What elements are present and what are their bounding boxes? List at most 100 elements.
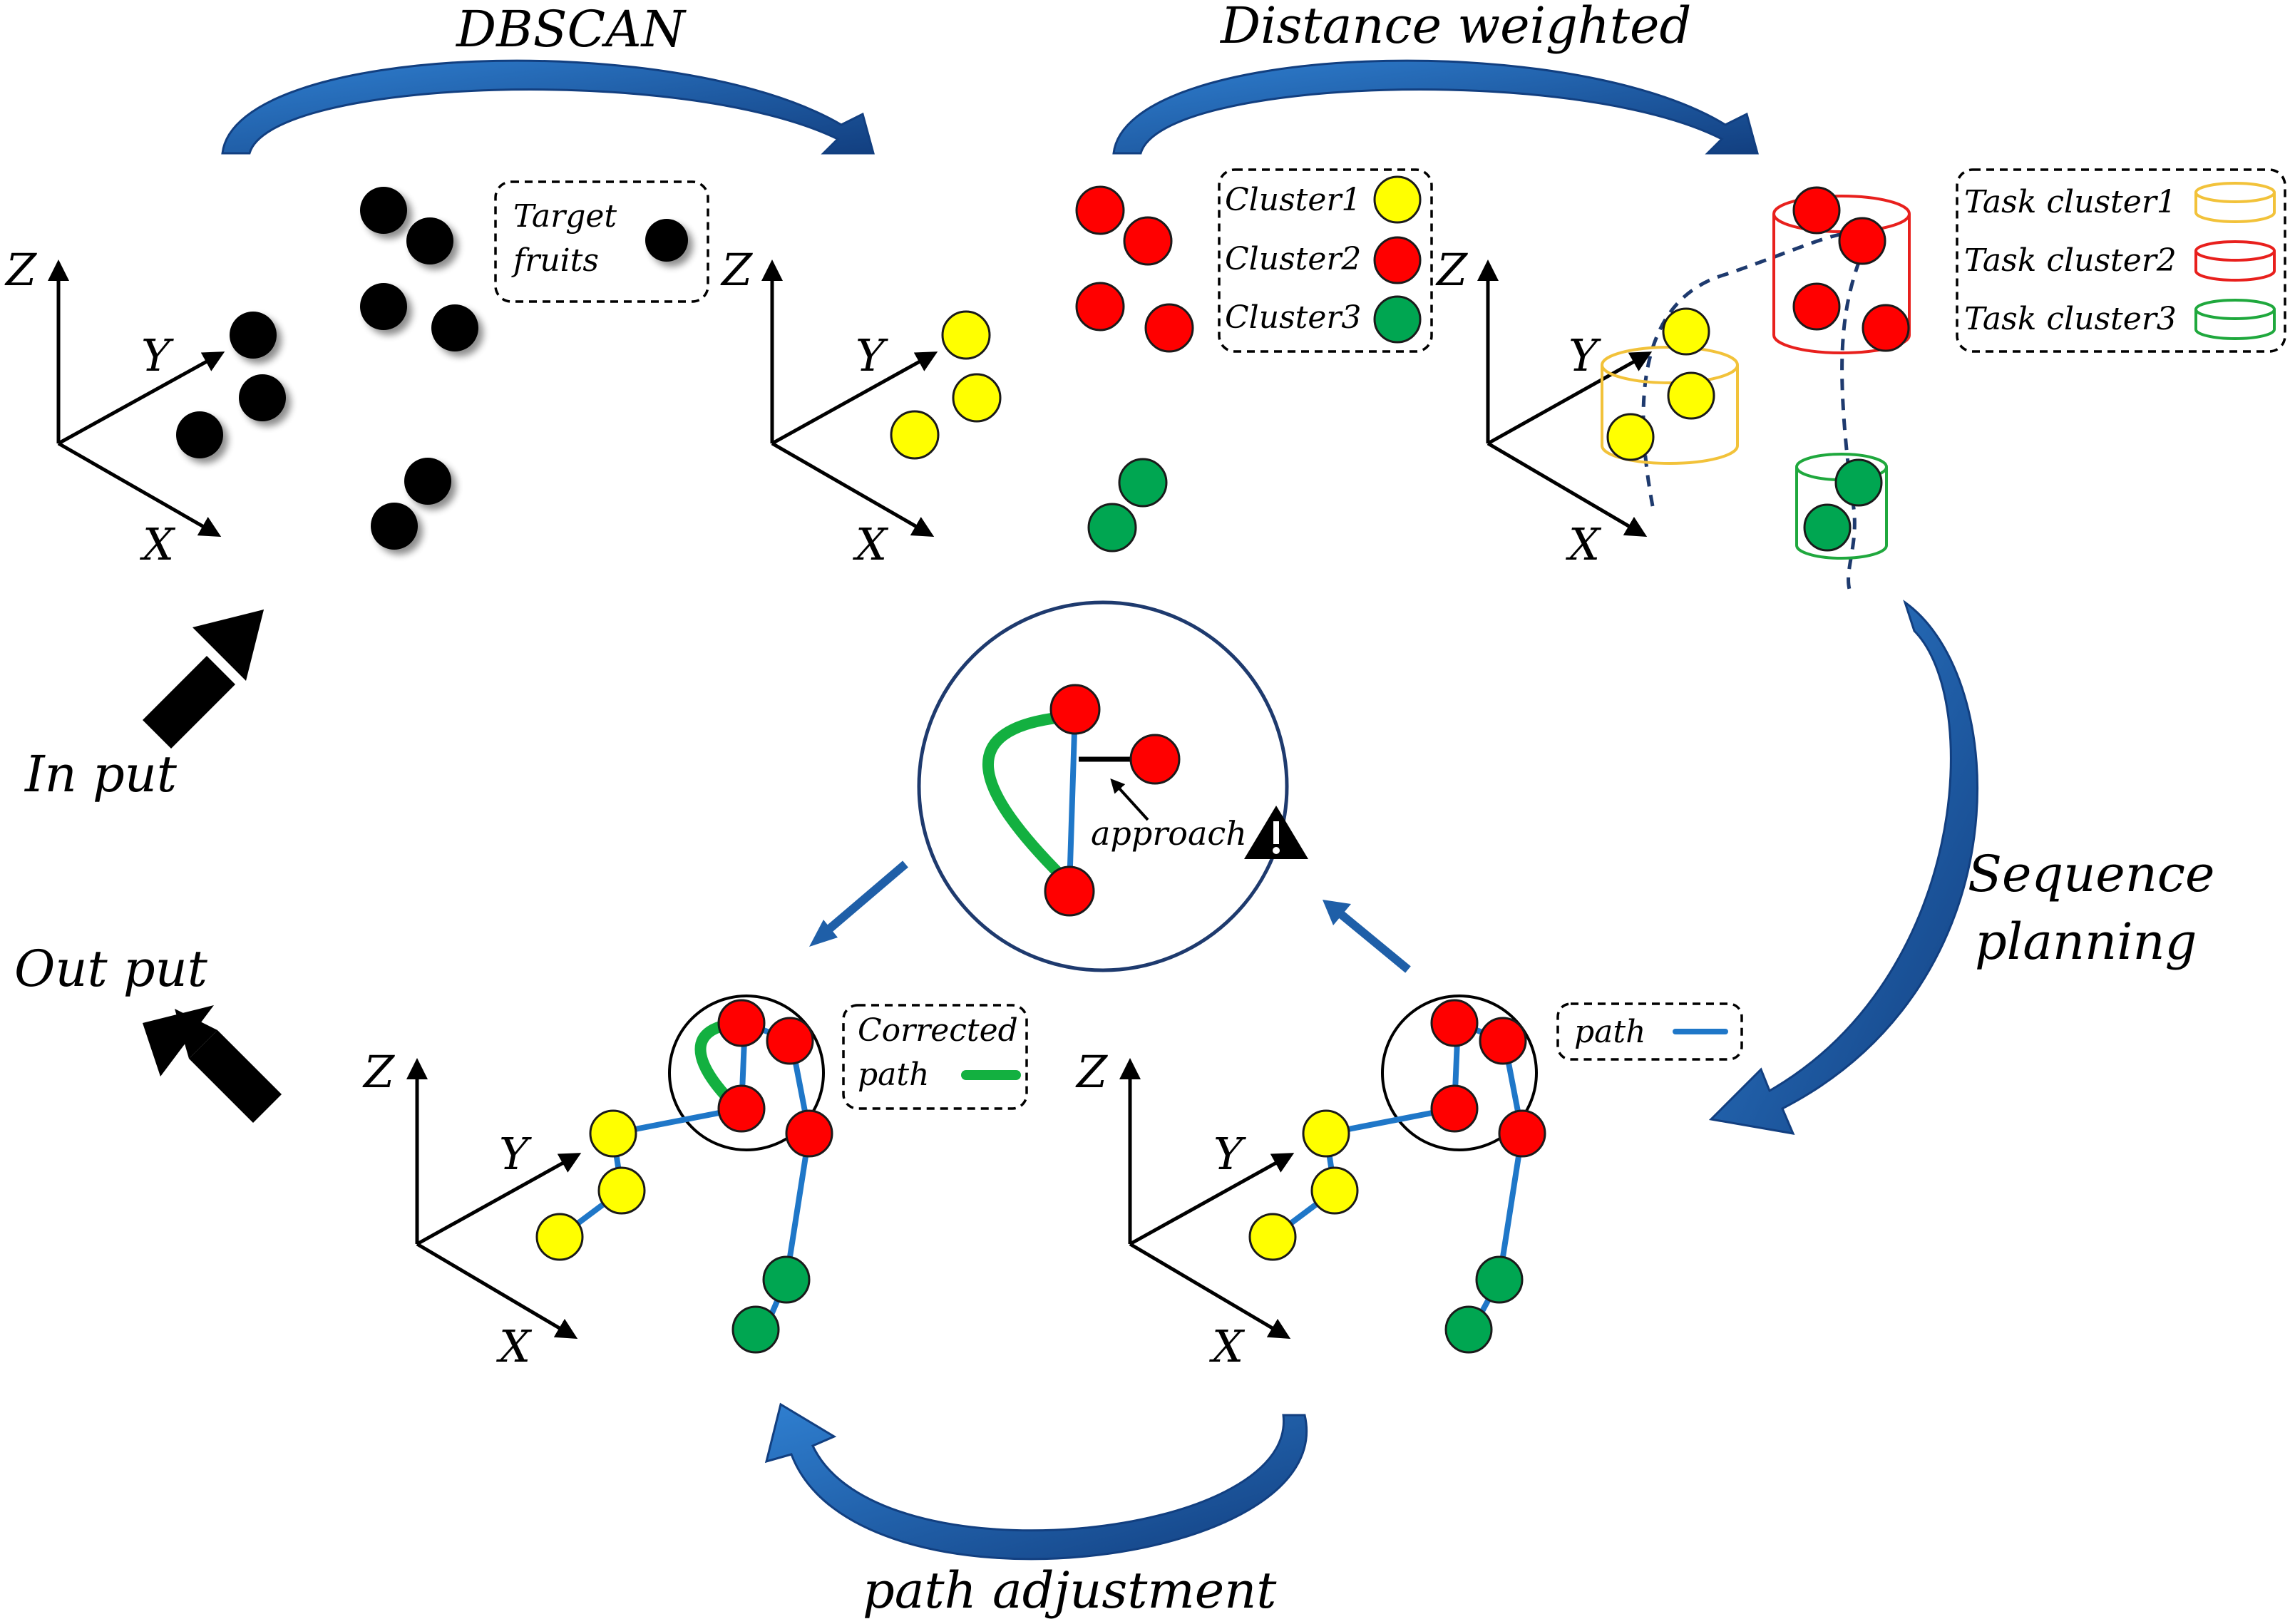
path-yellow-point [535,1213,584,1261]
input-label: In put [24,745,178,803]
highlight-circle [1381,995,1538,1151]
panel5-points [1248,999,1546,1354]
axes-panel-1: Z Y X [4,244,225,570]
fruit-point [404,458,451,505]
legend-corrected-line2: path [858,1057,929,1093]
target-fruits-black [176,187,478,550]
zoom-detail-circle: approach [917,600,1308,972]
legend-yellow-dot [1373,175,1422,224]
sequence-planning-label-line1: Sequence [1968,845,2214,903]
task-cluster2-point [1792,282,1841,331]
axes-panel-5: Z Y X [1075,1046,1295,1372]
fruit-point [406,217,453,264]
path-red-point [1430,1084,1479,1133]
axis-x-label: X [1566,518,1602,570]
axis-y-label: Y [499,1128,532,1180]
legend-target-line2: fruits [511,242,599,279]
legend-task3-cylinder-icon [2194,299,2276,340]
task-cluster2-point [1838,217,1886,265]
sequence-planning-curved-arrow [1708,600,1978,1135]
axis-z-label: Z [1435,244,1468,296]
path-green-point [731,1305,780,1354]
path-red-point [766,1017,814,1065]
axes-panel-2: Z Y X [720,244,938,570]
corrected-path-curve [982,711,1075,883]
cluster1-point [952,373,1002,423]
path-green-point [1444,1305,1493,1354]
path-red-point [1430,999,1479,1047]
dbscan-label: DBSCAN [455,0,687,58]
cluster2-point [1123,216,1173,266]
legend-task2-cylinder-icon [2194,240,2276,282]
legend-red-dot [1373,236,1422,284]
legend-task3-label: Task cluster3 [1964,301,2177,337]
legend-task1-label: Task cluster1 [1964,184,2177,220]
cluster-points [890,185,1194,553]
axis-y-label: Y [856,329,888,381]
zoom-red-point [1129,734,1181,785]
legend-corrected-line1: Corrected [858,1012,1018,1049]
dbscan-curved-arrow [221,59,875,155]
task-cluster1-point [1662,307,1710,356]
axis-x-label: X [1209,1320,1246,1372]
axes-panel-4: Z Y X [362,1046,582,1372]
fruit-point [230,312,277,359]
fruit-point [360,283,407,330]
path-red-point [717,1084,766,1133]
distance-weighted-label: Distance weighted [1219,0,1691,55]
axis-z-label: Z [4,244,37,296]
axis-x-label: X [853,518,889,570]
path-red-point [1498,1109,1546,1158]
zoom-connector-arrows [809,860,1411,973]
path-green-point [1475,1255,1524,1304]
path-red-point [1479,1017,1527,1065]
cluster3-point [1087,503,1137,553]
axes-panel-3: Z Y X [1435,244,1653,570]
panel4-points [535,999,833,1354]
distance-weighted-curved-arrow [1112,59,1759,155]
task-cluster3-cylinder [1795,453,1888,560]
path-yellow-point [1302,1109,1350,1158]
legend-path-label: path [1574,1014,1645,1050]
path-adjustment-curved-arrow [764,1402,1308,1561]
legend-black-dot [645,219,688,262]
task-cluster1-cylinder [1601,307,1739,465]
axis-x-label: X [496,1320,533,1372]
path-adjustment-label: path adjustment [863,1561,1277,1620]
legend-target-line1: Target [513,198,617,235]
path-red-point [717,999,766,1047]
task-cluster3-point [1803,503,1852,552]
path-yellow-point [1248,1213,1297,1261]
cluster1-point [941,310,991,360]
task-cluster2-point [1792,186,1841,235]
cluster1-point [890,410,940,460]
warning-icon [1244,806,1308,859]
axis-y-label: Y [141,329,174,381]
legend-target-fruits: Target fruits [494,180,709,303]
legend-clusters: Cluster1 Cluster2 Cluster3 [1218,168,1433,353]
task-cluster1-point [1606,413,1655,461]
legend-corrected-path: Corrected path [842,1004,1028,1110]
input-arrow [143,610,264,749]
legend-cluster1-label: Cluster1 [1225,182,1361,218]
output-label: Out put [14,940,208,998]
legend-path: path [1556,1002,1743,1061]
cluster2-point [1075,185,1125,235]
path-yellow-point [589,1109,637,1158]
task-cluster3-point [1834,458,1883,507]
fruit-point [431,304,478,351]
fruit-point [371,503,418,550]
legend-green-dot [1373,295,1422,344]
path-green-point [762,1255,811,1304]
task-cluster2-cylinder [1772,186,1911,354]
legend-task1-cylinder-icon [2194,182,2276,223]
path-red-point [785,1109,833,1158]
approach-label: approach [1091,814,1247,853]
zoom-red-point [1049,684,1101,735]
highlight-circle [668,995,825,1151]
task-cluster1-point [1667,371,1715,420]
cluster2-point [1144,303,1194,353]
legend-task2-label: Task cluster2 [1964,242,2177,279]
axis-z-label: Z [720,244,753,296]
